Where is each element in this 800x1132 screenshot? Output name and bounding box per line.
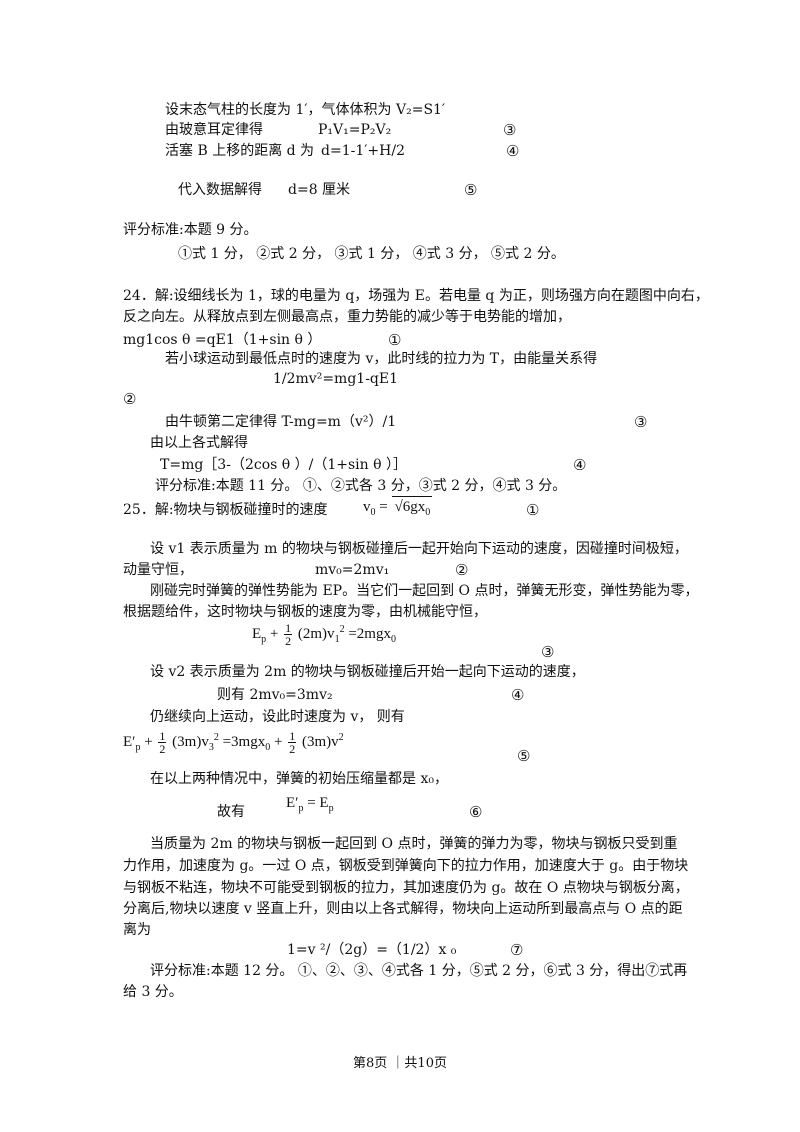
text-line: 活塞 B 上移的距离 d 为 xyxy=(165,143,315,159)
equation-number: ⑥ xyxy=(469,803,483,821)
equation: d=1-1′+H/2 xyxy=(321,143,405,159)
text-line: 当质量为 2m 的物块与钢板一起回到 O 点时，弹簧的弹力为零，物块与钢板只受到… xyxy=(150,836,678,852)
text-line: 动量守恒， xyxy=(123,562,193,578)
text-line: 设 v2 表示质量为 2m 的物块与钢板碰撞后开始一起向下运动的速度， xyxy=(150,664,585,680)
equation: 则有 2mv₀=3mv₂ xyxy=(217,687,333,703)
equation-number: ④ xyxy=(506,142,520,160)
equation: 1/2mv²=mg1-qE1 xyxy=(273,371,399,387)
text-line: 故有 xyxy=(217,804,245,820)
equation: 1=v ²/（2g）=（1/2）x ₀ xyxy=(287,942,457,958)
text-line: 离为 xyxy=(123,922,151,938)
grading-criteria: 评分标准:本题 9 分。 xyxy=(123,222,258,238)
text-line: 由玻意耳定律得 xyxy=(165,122,263,138)
text-line: 若小球运动到最低点时的速度为 v，此时线的拉力为 T，由能量关系得 xyxy=(165,351,598,367)
text-line: 与钢板不粘连，物块不可能受到钢板的拉力，其加速度仍为 g。故在 O 点物块与钢板… xyxy=(123,880,689,896)
equation-number: ④ xyxy=(511,686,525,704)
text-line: 由牛顿第二定律得 T-mg=m（v²）/1 xyxy=(165,414,397,430)
equation: mg1cos θ =qE1（1+sin θ ） xyxy=(123,332,322,348)
equation-number: ① xyxy=(388,331,402,349)
equation-number: ⑤ xyxy=(517,747,531,765)
grading-criteria: ①式 1 分， ②式 2 分， ③式 1 分， ④式 3 分， ⑤式 2 分。 xyxy=(178,246,565,262)
equation-number: ③ xyxy=(541,643,555,661)
equation: d=8 厘米 xyxy=(288,182,351,198)
text-line: 在以上两种情况中，弹簧的初始压缩量都是 x₀， xyxy=(150,771,448,787)
equation: mv₀=2mv₁ xyxy=(315,562,390,578)
text-line: 力作用，加速度为 g。一过 O 点，钢板受到弹簧向下的拉力作用，加速度大于 g。… xyxy=(123,858,689,874)
text-line: 代入数据解得 xyxy=(178,182,262,198)
text-line: 仍继续向上运动，设此时速度为 v， 则有 xyxy=(150,709,405,725)
grading-criteria: 评分标准:本题 12 分。 ①、②、③、④式各 1 分，⑤式 2 分，⑥式 3 … xyxy=(150,963,688,979)
grading-criteria: 给 3 分。 xyxy=(123,984,183,1000)
formula-v0: v0 = √6gx0 xyxy=(363,496,433,518)
equation: P₁V₁=P₂V₂ xyxy=(318,122,392,138)
text-line: 由以上各式解得 xyxy=(150,435,248,451)
text-line: 24．解:设细线长为 1，球的电量为 q，场强为 E。若电量 q 为正，则场强方… xyxy=(123,288,709,304)
equation-number: ⑦ xyxy=(510,941,524,959)
text-line: 分离后,物块以速度 v 竖直上升，则由以上各式解得，物块向上运动所到最高点与 O… xyxy=(123,901,683,917)
text-line: 设末态气柱的长度为 1′，气体体积为 V₂=S1′ xyxy=(165,102,446,118)
equation-number: ③ xyxy=(634,413,648,431)
grading-criteria: 评分标准:本题 11 分。 ①、②式各 3 分，③式 2 分，④式 3 分。 xyxy=(155,478,567,494)
text-line: 反之向左。从释放点到左侧最高点，重力势能的减少等于电势能的增加， xyxy=(123,309,571,325)
equation-number: ⑤ xyxy=(464,181,478,199)
equation-number: ④ xyxy=(573,456,587,474)
formula-energy-equal: E′p = Ep xyxy=(286,795,334,814)
sqrt-symbol: √6gx0 xyxy=(392,496,433,518)
equation: T=mg［3-（2cos θ ）/（1+sin θ ）］ xyxy=(160,457,407,473)
text-line: 刚碰完时弹簧的弹性势能为 EP。当它们一起回到 O 点时，弹簧无形变，弹性势能为… xyxy=(150,583,699,599)
equation-number: ② xyxy=(455,561,469,579)
equation-number: ③ xyxy=(503,121,517,139)
text-line: 根据题给件，这时物块与钢板的速度为零，由机械能守恒， xyxy=(123,604,487,620)
page-footer: 第8页 ｜共10页 xyxy=(353,1056,447,1071)
text-line: 设 v1 表示质量为 m 的物块与钢板碰撞后一起开始向下运动的速度，因碰撞时间极… xyxy=(150,541,688,557)
equation-number: ② xyxy=(123,390,137,408)
equation-number: ① xyxy=(526,501,540,519)
text-line: 25．解:物块与钢板碰撞时的速度 xyxy=(123,502,328,518)
